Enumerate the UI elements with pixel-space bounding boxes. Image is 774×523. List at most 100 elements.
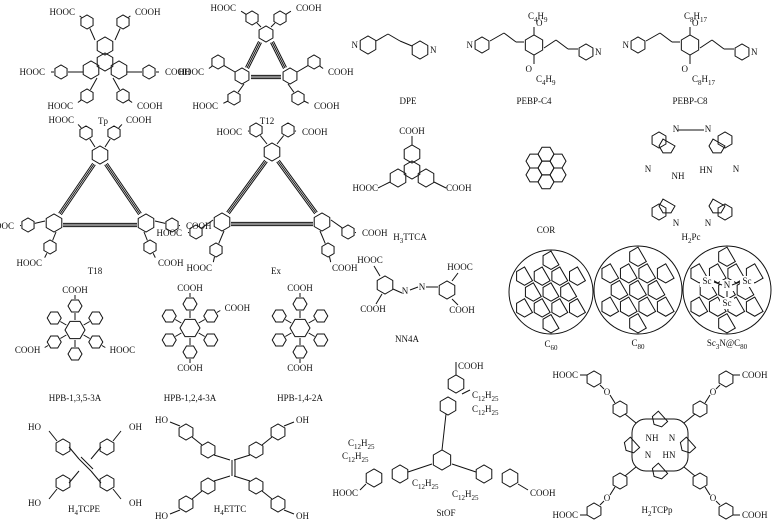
encapsulated-atom-label: Sc [743, 276, 752, 286]
bond [555, 39, 569, 50]
carboxyl-group-label: HOOC [192, 101, 218, 111]
carboxyl-group-label: COOH [287, 363, 313, 373]
ring [54, 64, 68, 80]
bond [285, 10, 292, 15]
carboxyl-group-label: COOH [15, 345, 41, 355]
bond [114, 28, 121, 41]
ring [359, 35, 377, 55]
pyrrole-ring [623, 436, 641, 454]
cage-face [569, 298, 587, 318]
ring [524, 34, 544, 56]
nitrogen-label: NH [646, 433, 659, 443]
nitrogen-label: N [595, 47, 602, 57]
ring [248, 477, 264, 495]
bond [715, 500, 721, 506]
bond [105, 163, 141, 215]
bond [58, 162, 94, 214]
nitrogen-label: N [673, 218, 680, 228]
bond [319, 65, 324, 69]
bond [609, 394, 616, 404]
ring [270, 423, 286, 441]
bond [624, 466, 637, 477]
ring [213, 212, 231, 232]
pyrrole-ring [708, 138, 726, 154]
ring [292, 345, 308, 359]
ring [142, 64, 156, 80]
ring [227, 90, 241, 106]
oxygen-label: O [536, 18, 543, 28]
ring [403, 160, 421, 180]
nitrogen-label: N [705, 218, 712, 228]
bond [731, 281, 741, 286]
porphyrin-core [631, 418, 689, 472]
ring [82, 60, 100, 80]
ring [67, 347, 83, 361]
ring [680, 34, 700, 56]
bond [83, 334, 90, 339]
bond [198, 319, 205, 324]
bond [645, 32, 661, 42]
bond [201, 219, 214, 229]
bond [276, 161, 316, 215]
molecule-name: T18 [88, 266, 103, 276]
molecule-name: PEBP-C4 [516, 96, 552, 106]
carboxyl-group-label: HOOC [48, 115, 74, 125]
molecule-name: HPB-1,3,5-3A [49, 393, 102, 403]
ring [717, 131, 733, 149]
carboxyl-group-label: HOOC [352, 183, 378, 193]
cage-face [708, 296, 727, 317]
molecule-name: Sc3N@C80 [707, 338, 748, 351]
bond [128, 15, 131, 18]
hydroxyl-group-label: HO [28, 498, 41, 508]
ring [55, 474, 71, 492]
cage-face [745, 296, 764, 317]
carboxyl-group-label: COOH [742, 370, 768, 380]
hydroxyl-group-label: OH [296, 415, 309, 425]
molecule-cor: COR [525, 146, 567, 235]
molecule-t18: HOOCCOOHHOOCCOOHHOOCCOOHT18 [0, 115, 212, 276]
bond [104, 164, 140, 216]
bond [245, 41, 260, 68]
bond [77, 124, 82, 129]
bond [213, 475, 231, 482]
label-backdrop [720, 280, 734, 291]
ring [88, 311, 104, 325]
carboxyl-group-label: COOH [742, 510, 768, 520]
bond [34, 220, 46, 224]
ring [525, 167, 543, 183]
carboxyl-group-label: COOH [135, 7, 161, 17]
ring [99, 438, 115, 456]
bond [175, 332, 182, 337]
bond [237, 83, 245, 93]
bond [503, 32, 517, 43]
ring [178, 423, 194, 441]
ring [43, 239, 57, 255]
carboxyl-group-label: COOH [449, 305, 475, 315]
bond [543, 39, 557, 49]
ring [321, 242, 335, 258]
bond [278, 159, 318, 213]
bond [451, 272, 459, 282]
bond [118, 124, 123, 129]
ring [630, 36, 646, 54]
cage-face [619, 263, 638, 284]
bond [48, 430, 58, 442]
bond [683, 466, 696, 477]
nitrogen-label: N [733, 164, 740, 174]
carboxyl-group-label: COOH [225, 303, 251, 313]
bond [48, 488, 58, 500]
encapsulated-atom-label: Sc [703, 276, 712, 286]
bond [175, 319, 182, 324]
ring [271, 333, 287, 347]
carboxyl-group-label: COOH [177, 363, 203, 373]
carboxyl-group-label: HOOC [210, 3, 236, 13]
cage-face [542, 313, 560, 334]
pyrrole-ring [651, 462, 669, 480]
ring [718, 502, 734, 520]
oxygen-label: O [604, 493, 611, 503]
encapsulated-atom-label: N [724, 280, 731, 290]
alkyl-chain-label: C12H25 [348, 438, 375, 451]
